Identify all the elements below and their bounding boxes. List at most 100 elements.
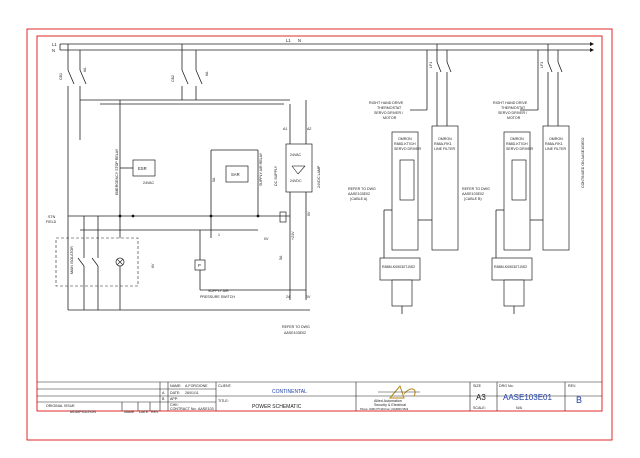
scale-label: SCALE: [473, 406, 486, 410]
dc-side-label: 24VDC LAMP [317, 165, 321, 188]
modification: MODIFICATION [70, 410, 96, 414]
servo-left-caption: SERVO DRIVER [394, 147, 421, 151]
ref-right-2: AASE103E02 [462, 192, 484, 196]
dc-supply-label: DC SUPPLY [274, 165, 278, 186]
servo-left-brand: OMRON [398, 137, 412, 141]
servo-right-model: R88D-KT01H [506, 142, 528, 146]
drive-feeds: LF1 LF3 [410, 44, 563, 126]
esr-coil: 24VAC [143, 181, 155, 185]
sheet-outer-border [26, 28, 613, 441]
ref-left-3: (CABLE A) [350, 197, 367, 201]
wire-plus24: +24V [291, 231, 295, 240]
rail-n-left: N [52, 48, 55, 53]
drive-right: RIGHT HAND DRIVE THERMOSTAT SERVO DRIVER… [462, 101, 570, 314]
ref-right-3: (CABLE B) [464, 197, 482, 201]
rail-n-label: N [298, 38, 301, 43]
col-date: DATE [139, 410, 149, 414]
original-issue: ORIGINAL ISSUE [46, 404, 75, 408]
esr-label: ESR [138, 166, 147, 171]
sar-side: SUPPLY AIR RELAY [259, 152, 263, 186]
company-name-1: Allied Automation [374, 399, 402, 403]
drive-right-title-1: RIGHT HAND DRIVE [493, 101, 528, 105]
servo-right-caption: SERVO DRIVER [506, 147, 533, 151]
filter-right-model: R88A-FIK1 [545, 142, 563, 146]
dc-supply: 24VAC 24VDC DC SUPPLY 24VDC LAMP A1 A2 +… [274, 100, 321, 300]
wire-zero: 0V [307, 211, 311, 216]
stn-label: STN [48, 215, 56, 219]
cb2-rating: 6A [205, 71, 209, 76]
drive-left-title-2: THERMOSTAT [377, 106, 402, 110]
rev-value: B [576, 395, 582, 405]
drive-left-title-4: MOTOR [383, 116, 397, 120]
drive-right-title-3: SERVO DRIVER / [498, 111, 527, 115]
name-value: A.FORGIONE [185, 384, 208, 388]
contract-label: CONTRACT No: [170, 407, 197, 411]
supply-rails: L1 N L1 N [52, 38, 594, 53]
motor-right-model: R88M-K05030T-BS2 [494, 265, 527, 269]
ref-right-1: REFER TO DWG [462, 187, 490, 191]
filter-left-brand: OMRON [438, 137, 452, 141]
col-name: NAME [124, 410, 135, 414]
dc-24vdc: 24VDC [290, 179, 302, 183]
date-value: 26/01/11 [185, 391, 199, 395]
servo-right-brand: OMRON [510, 137, 524, 141]
esr-side: EMERGENCY STOP RELAY [115, 148, 119, 195]
drive-left: RIGHT HAND DRIVE THERMOSTAT SERVO DRIVER… [348, 101, 459, 314]
continued-note: CONTINUED ON AASE103E02 [581, 137, 585, 188]
ref-left-1: REFER TO DWG [348, 187, 376, 191]
lf3-label: LF3 [540, 62, 544, 68]
client-value: CONTINENTAL [272, 389, 307, 395]
pressure-switch: P SUPPLY AIR PRESSURE SWITCH [194, 259, 235, 299]
dc-24vac: 24VAC [290, 153, 302, 157]
company-contact: Phone: 0408 275 949 Fax: (02)9829 9519 [360, 407, 409, 411]
servo-motor-left [379, 257, 421, 281]
rail-l1-label: L1 [286, 38, 291, 43]
wire-6v: 6V [151, 263, 155, 268]
sar-label: SAR [231, 172, 240, 177]
wire-0v: 0V [264, 237, 269, 241]
title-block: A B NAME: A.FORGIONE DATE: 26/01/11 APP:… [37, 381, 602, 414]
field-label: FIELD [46, 220, 57, 224]
title-label: TITLE: [218, 399, 229, 403]
wire-a2: A2 [307, 127, 311, 131]
wire-a1: A1 [283, 127, 287, 131]
rev-label: REV. [568, 384, 576, 388]
chk-label: CHK: [170, 403, 179, 407]
main-breaker: CB1 6A [59, 44, 87, 230]
scale-value: N/A [516, 406, 523, 410]
line-filter-left [431, 125, 459, 251]
company-name-2: Security & Electrical [374, 403, 406, 407]
sar-relay: SAR SUPPLY AIR RELAY 5A [210, 149, 263, 238]
ref-left-2: AASE103E02 [348, 192, 370, 196]
servo-motor-right [491, 257, 533, 281]
ref-lower-1: REFER TO DWG [282, 325, 310, 329]
main-isolator-label: MAIN ISOLATOR [70, 246, 74, 274]
rev-a: A [162, 391, 165, 395]
filter-right-caption: LINE FILTER [545, 147, 567, 151]
size-value: A3 [476, 393, 486, 402]
ref-lower-2: AASE103E02 [284, 331, 306, 335]
dwg-value: AASE103E01 [503, 393, 552, 402]
esr-relay: ESR EMERGENCY STOP RELAY 24VAC [115, 100, 156, 238]
wire-5a: 5A [212, 177, 216, 182]
wire-0v-b: 0V [306, 295, 311, 299]
filter-right-brand: OMRON [549, 137, 563, 141]
filter-left-caption: LINE FILTER [434, 147, 456, 151]
name-label: NAME: [170, 384, 181, 388]
control-breaker: CB2 6A [80, 44, 290, 105]
app-label: APP: [170, 397, 178, 401]
size-label: SIZE [473, 384, 482, 388]
dwg-label: DRG No. [499, 384, 514, 388]
cb1-label: CB1 [59, 73, 63, 80]
line-filter-right [542, 125, 570, 251]
client-label: CLIENT: [218, 384, 232, 388]
rev-b: B [162, 397, 165, 401]
lf1-label: LF1 [429, 62, 433, 68]
rail-l1-left: L1 [52, 42, 57, 47]
wire-1: 1 [218, 233, 220, 237]
company-logo: Allied Automation Security & Electrical … [360, 384, 420, 411]
pressure-switch-label-2: PRESSURE SWITCH [200, 295, 235, 299]
cb1-rating: 6A [83, 67, 87, 72]
date-label: DATE: [170, 391, 180, 395]
